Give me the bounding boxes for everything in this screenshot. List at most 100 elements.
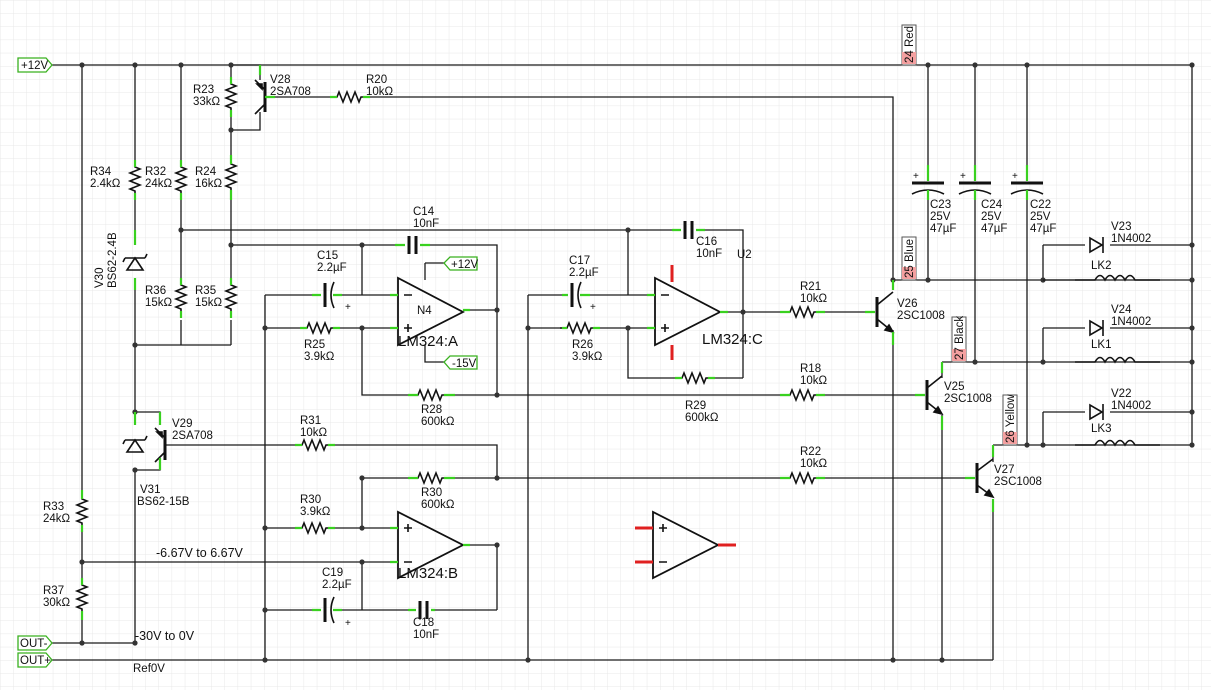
opamp-unused xyxy=(635,510,736,580)
opamp-lm324-c: U2 LM324:C xyxy=(647,249,763,360)
svg-text:V30: V30 xyxy=(94,268,106,288)
resistor-r30-feedback: R30 600kΩ xyxy=(408,472,455,511)
svg-text:600kΩ: 600kΩ xyxy=(421,416,455,428)
svg-text:V22: V22 xyxy=(1111,388,1131,400)
connector-26-yellow: 26 Yellow xyxy=(1002,394,1018,446)
svg-text:2.2µF: 2.2µF xyxy=(322,579,352,591)
svg-text:+: + xyxy=(590,302,596,313)
capacitor-c15: + C15 2.2µF xyxy=(312,250,351,313)
svg-text:C22: C22 xyxy=(1030,199,1051,211)
svg-text:1N4002: 1N4002 xyxy=(1111,400,1151,412)
resistor-r29: R29 600kΩ xyxy=(674,372,719,424)
svg-text:V25: V25 xyxy=(944,381,964,393)
capacitor-c16: C16 10nF xyxy=(672,221,722,260)
resistor-r20: R20 10kΩ xyxy=(329,74,394,103)
svg-text:+12V: +12V xyxy=(21,60,49,72)
svg-text:2SC1008: 2SC1008 xyxy=(994,476,1042,488)
svg-text:R29: R29 xyxy=(685,400,706,412)
svg-text:10kΩ: 10kΩ xyxy=(300,427,328,439)
svg-text:-15V: -15V xyxy=(452,358,477,370)
svg-text:N4: N4 xyxy=(417,305,432,317)
resistor-r24: R24 16kΩ xyxy=(195,155,237,200)
svg-text:U2: U2 xyxy=(737,249,752,261)
capacitor-c18: C18 10nF xyxy=(408,601,439,641)
svg-text:BS62-2.4B: BS62-2.4B xyxy=(107,232,119,288)
svg-text:LK1: LK1 xyxy=(1091,339,1111,351)
svg-text:R18: R18 xyxy=(800,363,821,375)
svg-text:10kΩ: 10kΩ xyxy=(800,293,828,305)
svg-text:3.9kΩ: 3.9kΩ xyxy=(304,351,335,363)
svg-text:25V: 25V xyxy=(930,211,951,223)
capacitor-c24: + C24 25V 47µF xyxy=(958,165,1007,235)
resistor-r26: R26 3.9kΩ xyxy=(559,322,603,363)
svg-text:R25: R25 xyxy=(304,339,325,351)
capacitor-c17: + C17 2.2µF xyxy=(562,255,599,313)
port-opamp-vm15: -15V xyxy=(443,355,478,370)
svg-text:10kΩ: 10kΩ xyxy=(800,458,828,470)
svg-text:C16: C16 xyxy=(696,236,717,248)
resistor-r32: R32 24kΩ xyxy=(145,159,187,201)
net-label-ref: Ref0V xyxy=(133,663,165,675)
inductor-lk1: LK1 xyxy=(1075,339,1160,364)
svg-text:27 Black: 27 Black xyxy=(954,316,966,360)
svg-text:C15: C15 xyxy=(317,250,338,262)
capacitor-c19: + C19 2.2µF xyxy=(312,567,352,629)
transistor-v27: V27 2SC1008 xyxy=(965,445,1042,512)
svg-text:OUT-: OUT- xyxy=(20,638,48,650)
svg-text:R31: R31 xyxy=(300,415,321,427)
svg-text:V23: V23 xyxy=(1111,221,1131,233)
svg-text:R33: R33 xyxy=(43,501,64,513)
svg-text:OUT+: OUT+ xyxy=(20,655,51,667)
svg-text:LK2: LK2 xyxy=(1091,260,1111,272)
svg-text:+: + xyxy=(913,171,919,182)
svg-text:R30: R30 xyxy=(300,494,321,506)
port-plus12v: +12V xyxy=(17,57,53,73)
svg-text:10nF: 10nF xyxy=(696,248,722,260)
svg-text:30kΩ: 30kΩ xyxy=(43,597,71,609)
transistor-v25: V25 2SC1008 xyxy=(915,362,992,430)
svg-text:15kΩ: 15kΩ xyxy=(145,297,173,309)
svg-text:15kΩ: 15kΩ xyxy=(195,297,223,309)
capacitor-c14: C14 10nF xyxy=(395,206,439,254)
svg-text:47µF: 47µF xyxy=(981,223,1007,235)
svg-text:3.9kΩ: 3.9kΩ xyxy=(300,506,331,518)
transistor-v29: V29 2SA708 xyxy=(154,412,213,470)
svg-text:2SC1008: 2SC1008 xyxy=(944,393,992,405)
diode-v23: V23 1N4002 xyxy=(1089,221,1151,254)
svg-text:3.9kΩ: 3.9kΩ xyxy=(572,351,603,363)
inductor-lk2: LK2 xyxy=(1043,260,1160,282)
svg-text:+12V: +12V xyxy=(451,259,479,271)
capacitor-c22: + C22 25V 47µF xyxy=(1010,165,1056,235)
zener-v31: V31 BS62-15B xyxy=(122,412,190,508)
svg-text:10nF: 10nF xyxy=(413,629,439,641)
svg-text:R21: R21 xyxy=(800,281,821,293)
svg-text:+: + xyxy=(960,171,966,182)
resistor-r33: R33 24kΩ xyxy=(43,490,88,533)
svg-text:V31: V31 xyxy=(140,484,160,496)
svg-text:2SA708: 2SA708 xyxy=(270,86,311,98)
svg-text:600kΩ: 600kΩ xyxy=(421,499,455,511)
svg-text:R23: R23 xyxy=(193,84,214,96)
svg-text:LM324:A: LM324:A xyxy=(398,333,458,350)
svg-text:+: + xyxy=(345,302,351,313)
inductor-lk3: LK3 xyxy=(1075,423,1160,447)
svg-text:+: + xyxy=(1012,171,1018,182)
resistor-r30-input: R30 3.9kΩ xyxy=(294,494,336,534)
resistor-r35: R35 15kΩ xyxy=(195,277,237,319)
net-label-bipolar: -6.67V to 6.67V xyxy=(156,546,244,560)
capacitor-c23: + C23 25V 47µF xyxy=(911,165,956,235)
opamp-lm324-b: LM324:B xyxy=(390,510,470,582)
svg-text:V24: V24 xyxy=(1111,304,1132,316)
svg-text:10nF: 10nF xyxy=(413,218,439,230)
svg-text:25V: 25V xyxy=(1030,211,1051,223)
svg-text:2.2µF: 2.2µF xyxy=(569,267,599,279)
connector-24-red: 24 Red xyxy=(901,24,917,66)
svg-text:C23: C23 xyxy=(930,199,951,211)
svg-text:R24: R24 xyxy=(195,166,217,178)
svg-text:R37: R37 xyxy=(43,585,64,597)
resistor-r22: R22 10kΩ xyxy=(780,446,828,484)
port-out-minus: OUT- xyxy=(17,635,53,651)
svg-text:R22: R22 xyxy=(800,446,821,458)
resistor-r25: R25 3.9kΩ xyxy=(299,322,341,363)
net-label-negative: -30V to 0V xyxy=(135,629,195,643)
